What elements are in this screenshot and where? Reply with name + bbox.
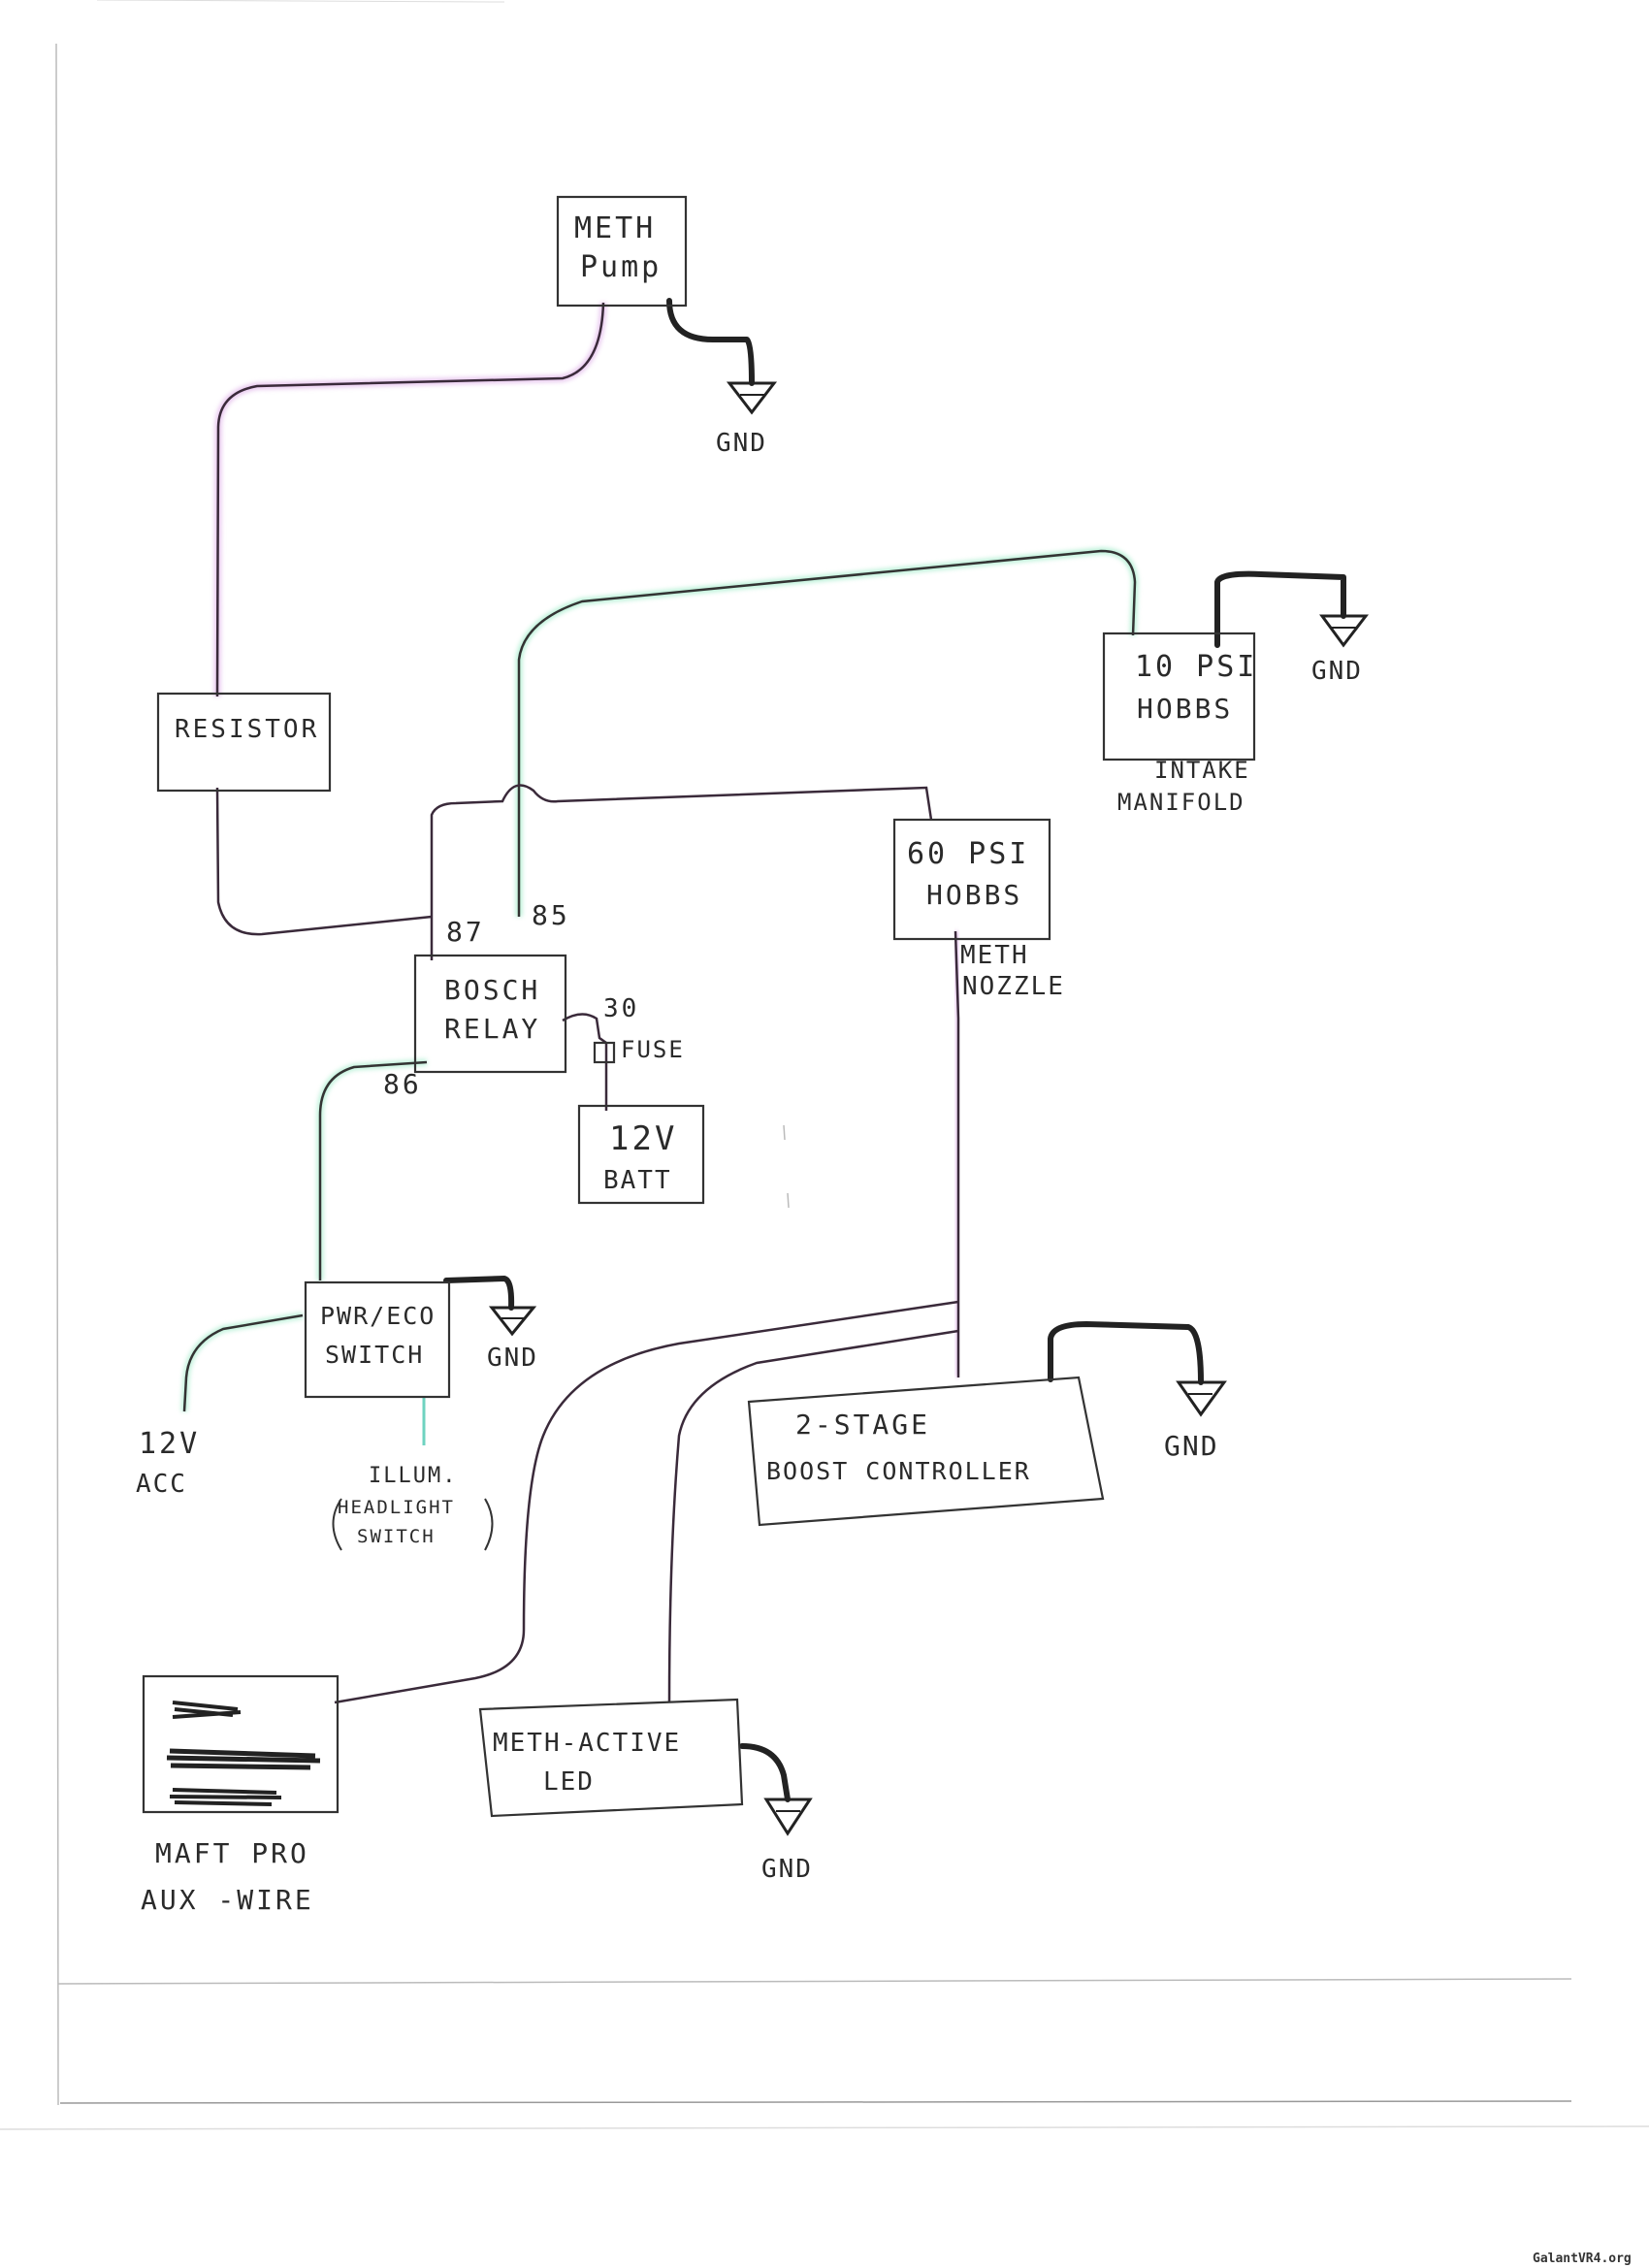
wire-86-switch [318, 1060, 428, 1280]
wire-resistor-87 [215, 787, 433, 936]
wire-pump-resistor [215, 302, 605, 697]
wire-hobbs10-85-glow [515, 547, 1139, 917]
maft-scribble [166, 1701, 321, 1806]
acc-label-1: 12V [139, 1427, 200, 1461]
intake-manifold-label-2: MANIFOLD [1117, 789, 1245, 816]
wire-pump-resistor-glow [213, 302, 607, 697]
meth-pump-label-1: METH [574, 211, 656, 245]
maft-label-1: MAFT PRO [155, 1837, 309, 1869]
resistor-box [156, 692, 332, 793]
gnd-boost-label: GND [1164, 1430, 1219, 1462]
illum-label-2: HEADLIGHT [338, 1497, 455, 1518]
page-frame [0, 0, 1649, 2130]
boost-controller-label-1: 2-STAGE [795, 1409, 930, 1441]
gnd-led-label: GND [761, 1855, 813, 1884]
bosch-relay-label-2: RELAY [444, 1013, 540, 1045]
bosch-relay-box [413, 954, 567, 1074]
pin-30-label: 30 [603, 994, 639, 1023]
switch-box [304, 1280, 451, 1399]
wire-to-maft [334, 1300, 959, 1704]
pin-85-label: 85 [532, 899, 570, 931]
meth-pump-box [556, 195, 688, 308]
led-label-1: METH-ACTIVE [493, 1729, 681, 1758]
hobbs-60-label-1: 60 PSI [907, 837, 1029, 871]
boost-controller-box [747, 1376, 1105, 1527]
meth-nozzle-label-1: METH [960, 941, 1029, 970]
battery-label-1: 12V [609, 1119, 677, 1158]
hobbs-60-label-2: HOBBS [926, 879, 1022, 911]
hobbs-10-box [1102, 632, 1256, 761]
acc-label-2: ACC [136, 1470, 187, 1499]
ground-hobbs10 [1214, 570, 1370, 648]
watermark: GalantVR4.org [1533, 2252, 1632, 2266]
pin-86-label: 86 [383, 1068, 422, 1100]
battery-box [577, 1104, 705, 1205]
illum-label-1: ILLUM. [369, 1464, 457, 1488]
ground-boost [1048, 1321, 1227, 1417]
wires [180, 302, 1139, 1704]
intake-manifold-label-1: INTAKE [1154, 757, 1250, 784]
led-box [478, 1698, 744, 1818]
wire-relay-hobbs60 [430, 784, 933, 960]
gnd-hobbs10-label: GND [1311, 657, 1363, 686]
switch-label-2: SWITCH [325, 1341, 424, 1369]
meth-nozzle-label-2: NOZZLE [962, 972, 1065, 1001]
labels: METH Pump RESISTOR 10 PSI HOBBS INTAKE M… [136, 211, 1632, 2266]
meth-pump-label-2: Pump [580, 250, 662, 284]
pin-87-label: 87 [446, 916, 485, 948]
maft-box [142, 1674, 340, 1814]
wire-to-led [667, 1329, 959, 1703]
led-label-2: LED [543, 1767, 595, 1797]
gnd-switch-label: GND [487, 1344, 538, 1373]
wire-30-fuse [562, 1013, 608, 1111]
wire-switch-acc-glow [180, 1312, 304, 1412]
battery-label-2: BATT [603, 1166, 672, 1195]
bosch-relay-label-1: BOSCH [444, 974, 540, 1006]
wire-hobbs60-down [954, 930, 960, 1377]
scan-specks [783, 1124, 790, 1209]
hobbs-60-box [892, 818, 1051, 941]
illum-label-3: SWITCH [357, 1526, 436, 1547]
hobbs-10-label-1: 10 PSI [1135, 650, 1257, 684]
gnd-pump-label: GND [716, 429, 767, 458]
ground-pump [666, 298, 778, 415]
wire-switch-acc [182, 1313, 304, 1412]
fuse-label: FUSE [621, 1036, 685, 1063]
ground-led [739, 1743, 813, 1836]
fuse-box [593, 1041, 616, 1064]
boost-controller-label-2: BOOST CONTROLLER [766, 1457, 1031, 1485]
wire-hobbs10-85 [517, 549, 1137, 917]
hobbs-10-label-2: HOBBS [1137, 693, 1233, 725]
switch-label-1: PWR/ECO [320, 1302, 436, 1330]
maft-label-2: AUX -WIRE [141, 1884, 314, 1916]
resistor-label: RESISTOR [175, 715, 319, 744]
ground-switch [443, 1276, 537, 1337]
illum-parens [332, 1498, 494, 1551]
